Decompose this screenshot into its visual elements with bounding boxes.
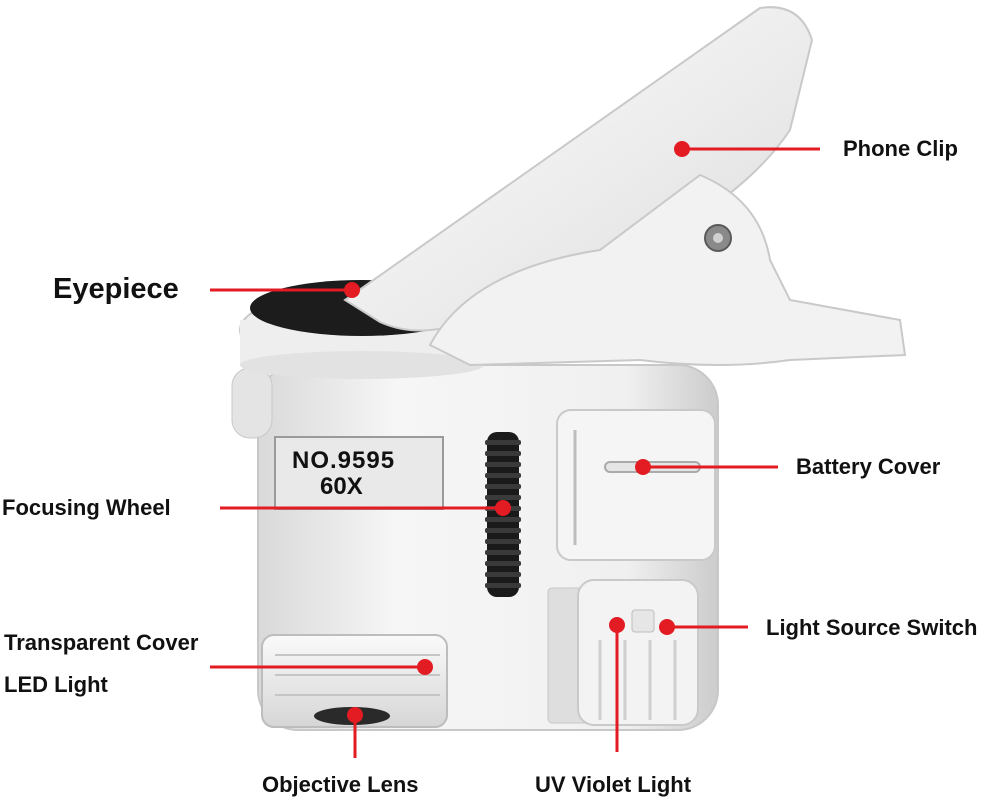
wheel-ridge [485,550,521,555]
label-led-light: LED Light [4,672,108,697]
battery-cover-part [556,409,716,561]
phone-clip-part [343,6,907,367]
label-battery-cover: Battery Cover [796,454,941,479]
callout-light-source-switch [659,619,748,635]
wheel-ridge [485,440,521,445]
callout-objective-lens [347,707,363,758]
wheel-ridge [485,561,521,566]
callout-led-light [210,659,433,675]
wheel-ridge [485,484,521,489]
light-switch-part [547,579,699,726]
wheel-ridge [485,517,521,522]
transparent-cover-part [261,634,448,728]
wheel-ridge [485,539,521,544]
label-uv-violet-light: UV Violet Light [535,772,692,797]
callout-battery-cover [635,459,778,475]
callout-uv-violet-light [609,617,625,752]
callout-focusing-wheel [220,500,511,516]
label-phone-clip: Phone Clip [843,136,958,161]
label-objective-lens: Objective Lens [262,772,419,797]
wheel-ridge [485,495,521,500]
badge-model-text: NO.9595 [292,447,396,474]
wheel-ridge [485,572,521,577]
wheel-ridge [485,462,521,467]
wheel-ridge [485,473,521,478]
callout-eyepiece [210,282,360,298]
label-transparent-cover: Transparent Cover [4,630,199,655]
badge-magnification-text: 60X [320,473,363,500]
callout-phone-clip [674,141,820,157]
model-badge [274,436,444,510]
wheel-ridge [485,451,521,456]
wheel-ridge [485,583,521,588]
callouts [210,141,820,758]
label-light-source-switch: Light Source Switch [766,615,978,640]
label-focusing-wheel: Focusing Wheel [2,495,171,520]
wheel-ridge [485,528,521,533]
label-eyepiece: Eyepiece [53,273,179,305]
